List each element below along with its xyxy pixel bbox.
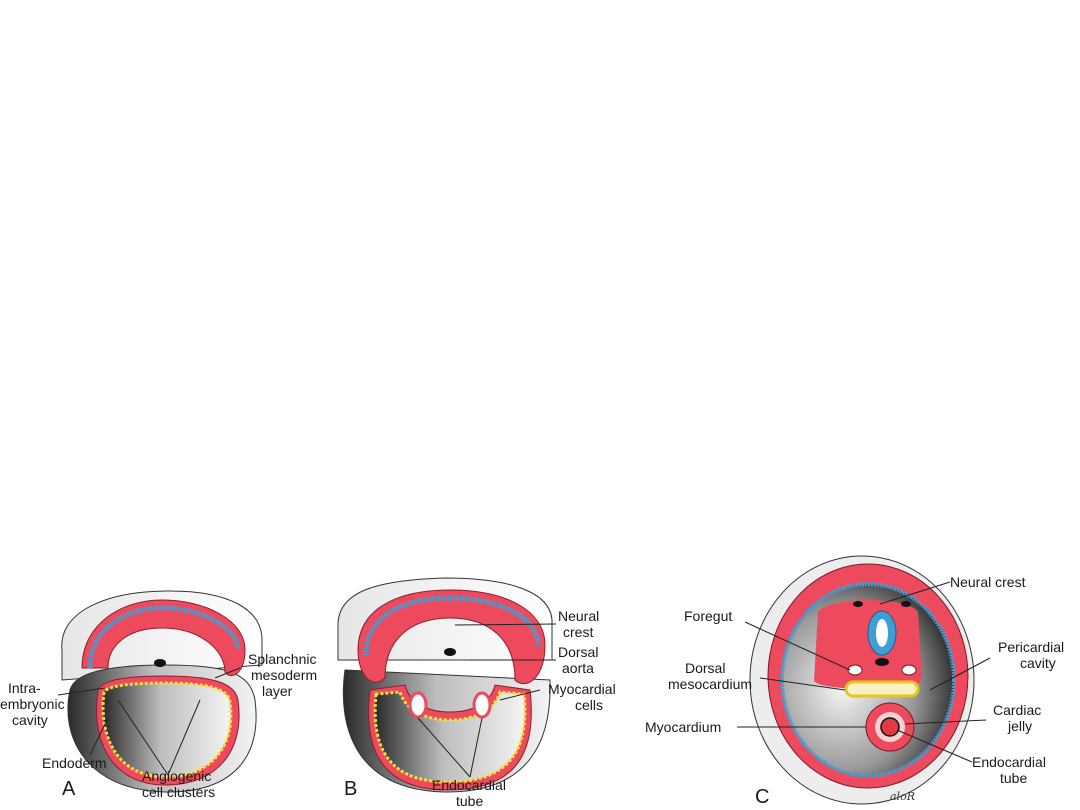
label-c-foregut: Foregut xyxy=(684,608,732,624)
panel-c-notochord xyxy=(875,658,889,666)
label-c-pericardial-2: cavity xyxy=(1020,655,1056,671)
label-b-endocardial-2: tube xyxy=(456,793,483,809)
label-b-neural-1: Neural xyxy=(558,608,599,624)
label-b-dorsal-1: Dorsal xyxy=(558,644,598,660)
label-intra-1: Intra- xyxy=(8,680,41,696)
label-b-neural-2: crest xyxy=(563,624,593,640)
panel-c-dorsal-mass xyxy=(814,600,922,689)
label-splanchnic-2: mesoderm xyxy=(251,667,317,683)
panel-b-left-tube xyxy=(408,691,428,719)
panel-a xyxy=(61,590,263,793)
label-b-myocardial-2: cells xyxy=(575,697,603,713)
panel-c-left-aorta xyxy=(847,664,863,676)
label-c-dorsal-meso-2: mesocardium xyxy=(668,676,752,692)
label-b-myocardial-1: Myocardial xyxy=(548,681,616,697)
panel-b-right-tube xyxy=(472,691,492,719)
label-c-neural-crest: Neural crest xyxy=(950,574,1026,590)
panel-a-amnion xyxy=(81,599,246,676)
panel-letter-c: C xyxy=(755,786,769,808)
panel-letter-b: B xyxy=(344,778,357,800)
label-c-endocardial-2: tube xyxy=(1000,770,1027,786)
panel-b-amnion xyxy=(357,589,546,685)
label-intra-2: embryonic xyxy=(0,696,65,712)
panel-c-neural-tube-lumen xyxy=(876,619,888,647)
label-b-dorsal-2: aorta xyxy=(562,660,594,676)
label-c-dorsal-meso-1: Dorsal xyxy=(685,660,725,676)
panel-letter-a: A xyxy=(62,778,76,800)
label-splanchnic-1: Splanchnic xyxy=(248,651,317,667)
panel-a-yolk-inner xyxy=(101,681,233,779)
panel-c-endocardial-tube xyxy=(880,717,900,737)
panel-a-notochord xyxy=(154,659,166,667)
artist-signature: aloR xyxy=(890,790,915,803)
panel-c-neural-crest-dot-2 xyxy=(901,601,911,607)
label-angiogenic-1: Angiogenic xyxy=(142,768,211,784)
label-angiogenic-2: cell clusters xyxy=(142,784,215,800)
panel-a-ectoderm xyxy=(87,605,241,669)
panel-b xyxy=(337,577,553,793)
panel-c-ectoderm-ring xyxy=(780,582,956,778)
label-intra-3: cavity xyxy=(12,712,48,728)
panel-c-right-aorta xyxy=(901,664,917,676)
label-endoderm: Endoderm xyxy=(42,755,107,771)
panel-c xyxy=(749,555,975,805)
label-c-pericardial-1: Pericardial xyxy=(998,639,1064,655)
label-c-endocardial-1: Endocardial xyxy=(972,754,1046,770)
label-b-endocardial-1: Endocardial xyxy=(432,777,506,793)
label-c-myocardium: Myocardium xyxy=(645,719,721,735)
label-c-cardiac-2: jelly xyxy=(1007,718,1032,734)
panel-c-foregut xyxy=(844,680,920,698)
label-splanchnic-3: layer xyxy=(262,683,293,699)
label-c-cardiac-1: Cardiac xyxy=(993,702,1041,718)
panel-c-neural-crest-dot-1 xyxy=(853,601,863,607)
panel-b-notochord xyxy=(444,648,456,656)
panel-b-ectoderm xyxy=(363,595,541,656)
